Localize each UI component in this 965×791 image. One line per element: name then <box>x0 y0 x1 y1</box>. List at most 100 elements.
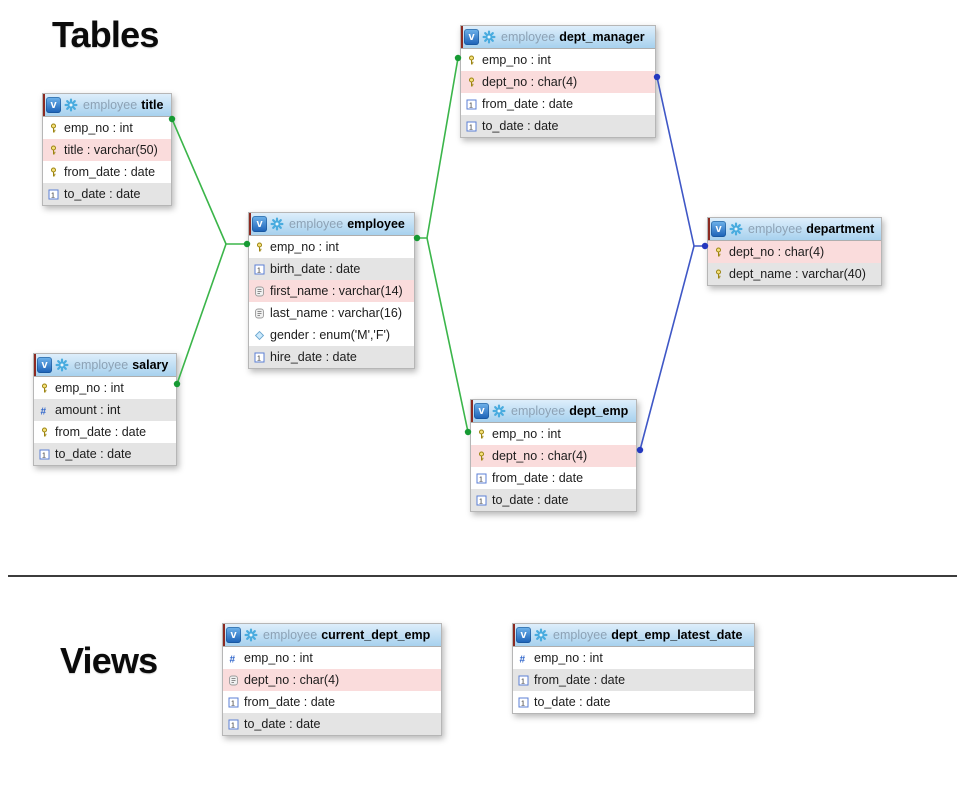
header-stripe <box>223 624 225 646</box>
schema-label: employee <box>553 628 608 642</box>
svg-text:1: 1 <box>257 267 261 274</box>
view-badge-icon[interactable]: v <box>516 627 531 643</box>
gear-icon[interactable] <box>55 358 69 372</box>
svg-text:#: # <box>520 654 526 664</box>
entity-name: current_dept_emp <box>321 628 431 642</box>
gear-icon[interactable] <box>729 222 743 236</box>
column-label: from_date : date <box>534 673 626 687</box>
column-label: to_date : date <box>534 695 611 709</box>
date-icon: 1 <box>228 719 239 730</box>
view-badge-icon[interactable]: v <box>464 29 479 45</box>
column-label: emp_no : int <box>64 121 133 135</box>
relationship-endpoint-dot-7 <box>636 446 644 454</box>
date-icon: 1 <box>476 473 487 484</box>
relationship-line-blue-5 <box>656 76 707 247</box>
view-badge-icon[interactable]: v <box>474 403 489 419</box>
svg-text:1: 1 <box>231 722 235 729</box>
date-icon: 1 <box>518 697 529 708</box>
column-label: dept_no : char(4) <box>244 673 340 687</box>
column-row-employee-2: first_name : varchar(14) <box>249 280 414 302</box>
column-row-title-1: title : varchar(50) <box>43 139 171 161</box>
key-icon <box>466 55 477 66</box>
entity-name: dept_emp_latest_date <box>611 628 743 642</box>
views-heading: Views <box>60 640 158 681</box>
view-badge-icon[interactable]: v <box>37 357 52 373</box>
column-label: dept_no : char(4) <box>482 75 578 89</box>
view-badge-icon[interactable]: v <box>711 221 726 237</box>
column-label: to_date : date <box>492 493 569 507</box>
key-icon <box>476 451 487 462</box>
key-icon <box>48 123 59 134</box>
date-icon: 1 <box>39 449 50 460</box>
view-badge-icon[interactable]: v <box>46 97 61 113</box>
column-row-current_dept_emp-1: dept_no : char(4) <box>223 669 441 691</box>
column-label: amount : int <box>55 403 121 417</box>
column-row-department-0: dept_no : char(4) <box>708 241 881 263</box>
schema-label: employee <box>263 628 318 642</box>
key-icon <box>713 269 724 280</box>
svg-text:1: 1 <box>51 192 55 199</box>
key-icon <box>48 145 59 156</box>
gear-icon[interactable] <box>482 30 496 44</box>
header-stripe <box>461 26 463 48</box>
column-row-dept_emp-3: 1 to_date : date <box>471 489 636 511</box>
date-icon: 1 <box>228 697 239 708</box>
gear-icon[interactable] <box>492 404 506 418</box>
svg-text:1: 1 <box>479 476 483 483</box>
header-stripe <box>249 213 251 235</box>
key-icon <box>713 247 724 258</box>
column-row-salary-0: emp_no : int <box>34 377 176 399</box>
view-badge-icon[interactable]: v <box>252 216 267 232</box>
key-icon <box>39 383 50 394</box>
column-label: from_date : date <box>64 165 156 179</box>
view-badge-icon[interactable]: v <box>226 627 241 643</box>
date-icon: 1 <box>466 99 477 110</box>
svg-text:1: 1 <box>469 124 473 131</box>
column-row-employee-0: emp_no : int <box>249 236 414 258</box>
gear-icon[interactable] <box>270 217 284 231</box>
column-label: dept_no : char(4) <box>729 245 825 259</box>
column-label: first_name : varchar(14) <box>270 284 403 298</box>
column-row-dept_manager-0: emp_no : int <box>461 49 655 71</box>
key-icon <box>476 429 487 440</box>
key-icon <box>48 167 59 178</box>
date-icon: 1 <box>518 675 529 686</box>
text-icon <box>254 308 265 319</box>
svg-text:1: 1 <box>479 498 483 505</box>
num-icon: # <box>518 653 529 664</box>
column-label: hire_date : date <box>270 350 357 364</box>
schema-label: employee <box>289 217 344 231</box>
column-row-dept_emp-1: dept_no : char(4) <box>471 445 636 467</box>
gear-icon[interactable] <box>64 98 78 112</box>
gear-icon[interactable] <box>244 628 258 642</box>
column-label: last_name : varchar(16) <box>270 306 403 320</box>
column-row-current_dept_emp-0: #emp_no : int <box>223 647 441 669</box>
header-stripe <box>34 354 36 376</box>
key-icon <box>39 427 50 438</box>
column-label: gender : enum('M','F') <box>270 328 391 342</box>
svg-text:1: 1 <box>521 700 525 707</box>
gear-icon[interactable] <box>534 628 548 642</box>
